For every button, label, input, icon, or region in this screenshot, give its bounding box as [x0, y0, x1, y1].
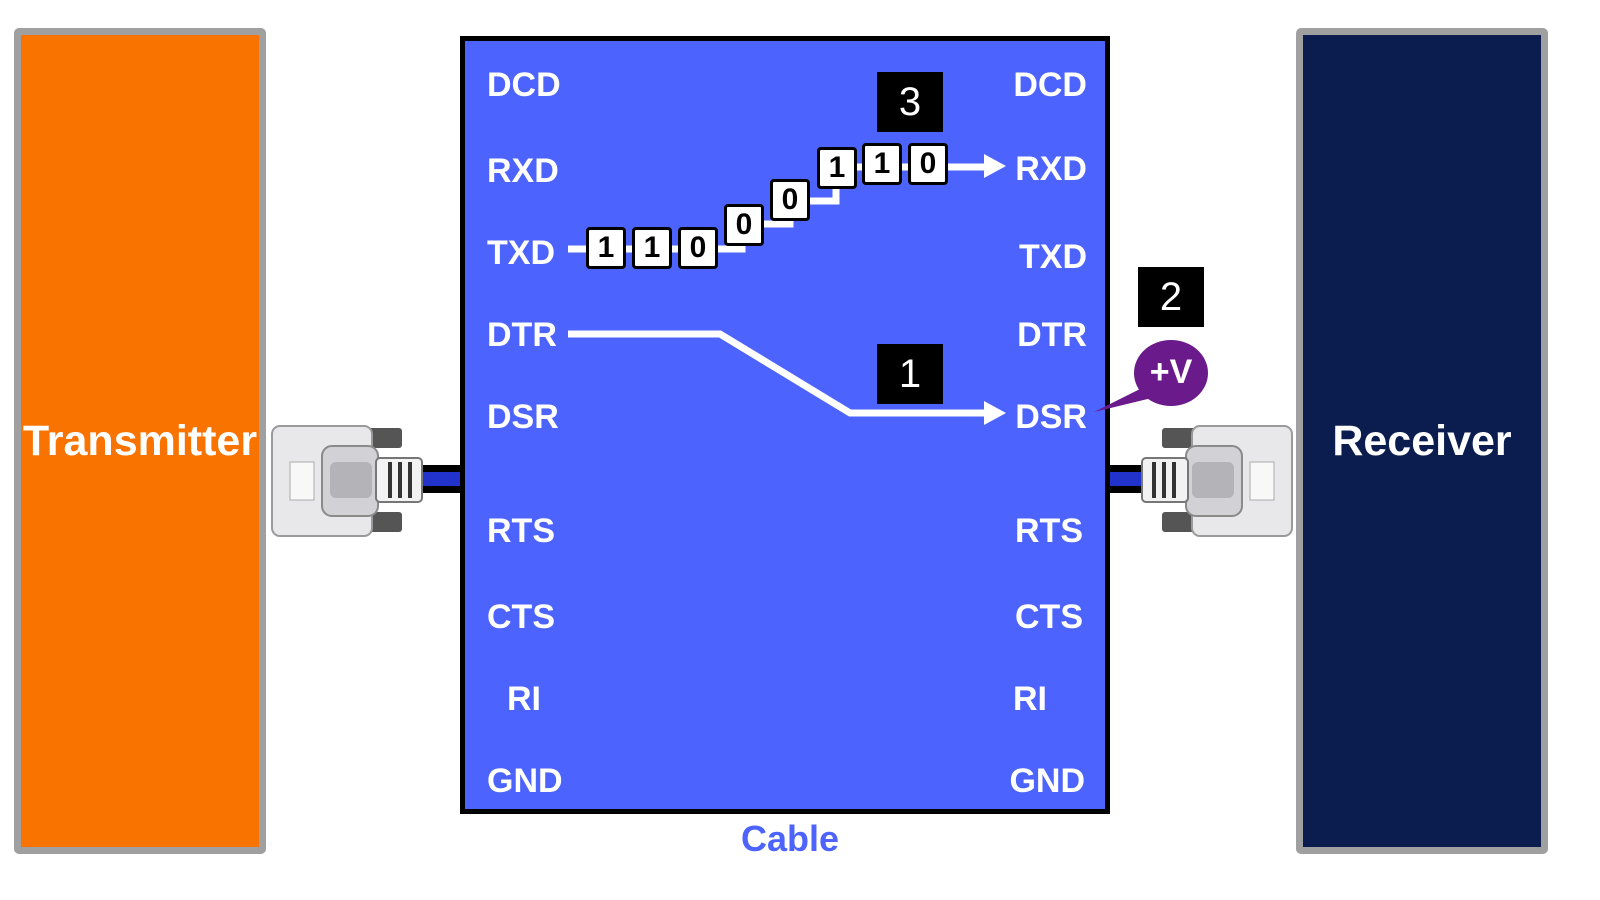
data-bit: 1 [862, 143, 902, 185]
left-pin-gnd: GND [487, 762, 563, 800]
transmitter-label: Transmitter [22, 416, 258, 465]
step-marker-2: 2 [1138, 267, 1204, 327]
right-pin-rts: RTS [1015, 512, 1083, 550]
left-pin-dsr: DSR [487, 398, 559, 436]
data-bit: 0 [724, 204, 764, 246]
right-pin-rxd: RXD [1015, 150, 1087, 188]
right-pin-dsr: DSR [1015, 398, 1087, 436]
dtr-to-dsr-line [568, 330, 985, 417]
data-bit: 1 [632, 227, 672, 269]
transmitter-device: Transmitter [14, 28, 266, 854]
data-bit: 0 [770, 179, 810, 221]
right-pin-dcd: DCD [1013, 66, 1087, 104]
left-pin-cts: CTS [487, 598, 555, 636]
receiver-label: Receiver [1332, 416, 1512, 465]
step-marker-1: 1 [877, 344, 943, 404]
rxd-arrowhead-icon [984, 154, 1006, 178]
left-pin-rts: RTS [487, 512, 555, 550]
right-pin-ri: RI [1013, 680, 1047, 718]
right-pin-cts: CTS [1015, 598, 1083, 636]
dsr-arrowhead-icon [984, 401, 1006, 425]
left-pin-ri: RI [507, 680, 541, 718]
voltage-callout: +V [1134, 340, 1208, 406]
right-pin-dtr: DTR [1017, 316, 1087, 354]
cable-caption: Cable [740, 818, 840, 859]
receiver-device: Receiver [1296, 28, 1548, 854]
data-bit: 0 [678, 227, 718, 269]
left-pin-dcd: DCD [487, 66, 561, 104]
step-marker-3: 3 [877, 72, 943, 132]
right-db9-connector-icon [1141, 425, 1293, 537]
data-bit: 0 [908, 143, 948, 185]
data-bit: 1 [817, 147, 857, 189]
left-pin-dtr: DTR [487, 316, 557, 354]
left-db9-connector-icon [271, 425, 423, 537]
right-pin-gnd: GND [1009, 762, 1085, 800]
left-pin-txd: TXD [487, 234, 555, 272]
left-pin-rxd: RXD [487, 152, 559, 190]
right-pin-txd: TXD [1019, 238, 1087, 276]
data-bit: 1 [586, 227, 626, 269]
